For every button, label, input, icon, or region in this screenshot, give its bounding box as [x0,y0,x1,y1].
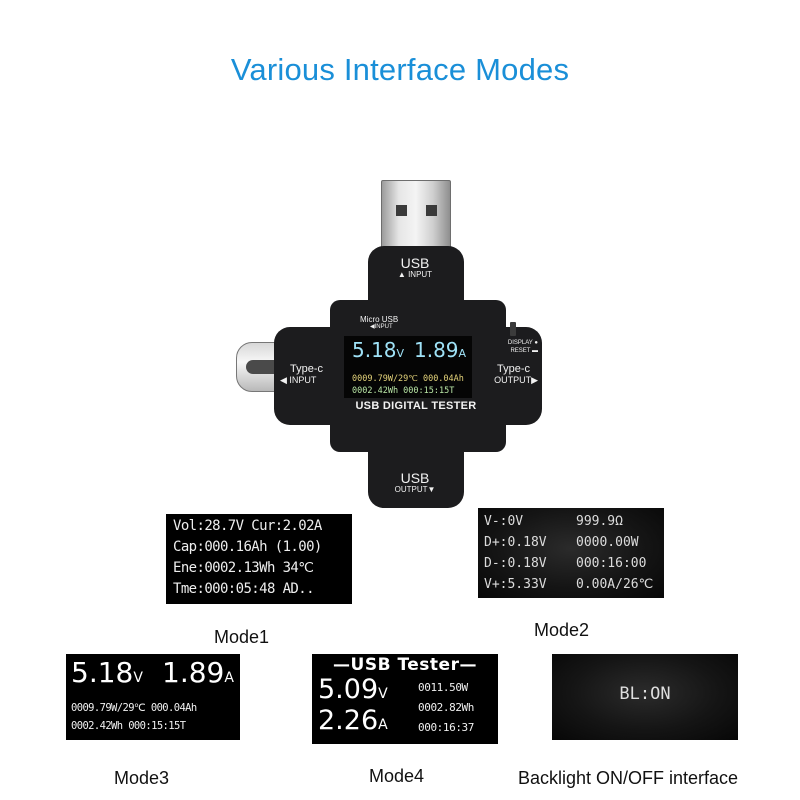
backlight-screen: BL:ON [552,654,738,740]
device-screen: 5.18V 1.89A 0009.79W/29℃ 000.04Ah 0002.4… [344,336,472,398]
mode3-voltage: 5.18V [71,656,143,689]
type-c-port [246,360,274,374]
display-reset-label: DISPLAY ● RESET ▬ [478,340,538,355]
mode1-row: Cap:000.16Ah (1.00) [173,539,322,555]
usb-output-sub: OUTPUT▼ [394,484,436,494]
device-voltage: 5.18V [352,338,404,362]
mode1-row: Vol:28.7V Cur:2.02A [173,518,322,534]
display-label: DISPLAY ● [507,340,538,346]
type-c-input-label: Type-c ◀ INPUT [280,363,340,385]
mode4-current-value: 2.26 [318,705,379,736]
mode3-current-unit: A [224,670,234,686]
mode1-row: Ene:0002.13Wh 34℃ [173,560,314,576]
mode3-current: 1.89A [162,656,234,689]
mode3-line-2: 0002.42Wh 000:15:15T [71,720,186,732]
mode4-power: 0011.50W [418,681,468,694]
usb-pin-slot [426,205,437,216]
mode1-row: Tme:000:05:48 AD.. [173,581,315,597]
usb-a-plug [381,180,451,255]
mode2-row-value: 0000.00W [576,535,639,550]
mode3-screen: 5.18V 1.89A 0009.79W/29℃ 000.04Ah 0002.4… [66,654,240,740]
mode2-row-label: D+:0.18V [484,535,547,550]
mode3-voltage-unit: V [133,670,143,686]
device-current: 1.89A [414,338,466,362]
mode2-row-value: 999.9Ω [576,514,623,529]
device-current-unit: A [458,347,467,360]
mode4-screen: —USB Tester— 5.09V 2.26A 0011.50W 0002.8… [312,654,498,744]
device-current-value: 1.89 [414,338,459,362]
device-voltage-unit: V [396,347,405,360]
usb-output-label: USB OUTPUT▼ [378,471,452,494]
mode2-caption: Mode2 [534,620,590,640]
mode2-row-label: V+:5.33V [484,577,547,592]
usb-input-sub: ▲ INPUT [397,269,433,279]
mode3-voltage-value: 5.18 [71,656,134,689]
mode4-time: 000:16:37 [418,721,475,734]
usb-output-title: USB [400,470,430,486]
type-c-input-title: Type-c [290,363,324,375]
mode3-line-1: 0009.79W/29℃ 000.04Ah [71,702,197,714]
mode2-row-value: 0.00A/26℃ [576,577,654,592]
type-c-output-sub: OUTPUT▶ [494,374,538,385]
micro-usb-label: Micro USB ◀INPUT [360,315,420,331]
mode4-energy: 0002.82Wh [418,701,475,714]
backlight-status: BL:ON [619,684,671,704]
type-c-input-sub: ◀ INPUT [280,374,317,385]
type-c-plug [236,342,276,392]
mode2-screen: V-:0V 999.9Ω D+:0.18V 0000.00W D-:0.18V … [478,508,664,598]
mode4-caption: Mode4 [369,766,425,786]
page-title: Various Interface Modes [230,52,570,87]
usb-tester-device: USB ▲ INPUT Micro USB ◀INPUT Type-c ◀ IN… [236,180,542,508]
usb-input-title: USB [400,255,430,271]
device-brand: USB DIGITAL TESTER [355,400,477,412]
mode1-screen: Vol:28.7V Cur:2.02A Cap:000.16Ah (1.00) … [166,514,352,604]
mode4-current: 2.26A [318,705,388,736]
micro-usb-title: Micro USB [360,315,399,324]
display-reset-button[interactable] [510,322,516,336]
mode4-voltage-unit: V [378,686,388,702]
backlight-caption: Backlight ON/OFF interface [518,768,739,788]
mode3-current-value: 1.89 [162,656,225,689]
device-screen-line-2: 0002.42Wh 000:15:15T [352,386,455,396]
device-voltage-value: 5.18 [352,338,397,362]
reset-label: RESET ▬ [510,347,538,354]
mode4-header: —USB Tester— [333,655,477,675]
mode2-row-label: V-:0V [484,514,524,529]
mode4-current-unit: A [378,717,388,733]
mode4-voltage: 5.09V [318,674,388,705]
type-c-output-label: Type-c OUTPUT▶ [478,363,538,385]
device-screen-line-1: 0009.79W/29℃ 000.04Ah [352,374,464,384]
mode2-row-label: D-:0.18V [484,556,547,571]
mode2-row-value: 000:16:00 [576,556,647,571]
usb-pin-slot [396,205,407,216]
mode4-voltage-value: 5.09 [318,674,379,705]
type-c-output-title: Type-c [496,363,530,375]
micro-usb-sub: ◀INPUT [370,324,393,331]
mode3-caption: Mode3 [114,768,170,788]
mode1-caption: Mode1 [214,627,270,647]
usb-input-label: USB ▲ INPUT [378,256,452,279]
